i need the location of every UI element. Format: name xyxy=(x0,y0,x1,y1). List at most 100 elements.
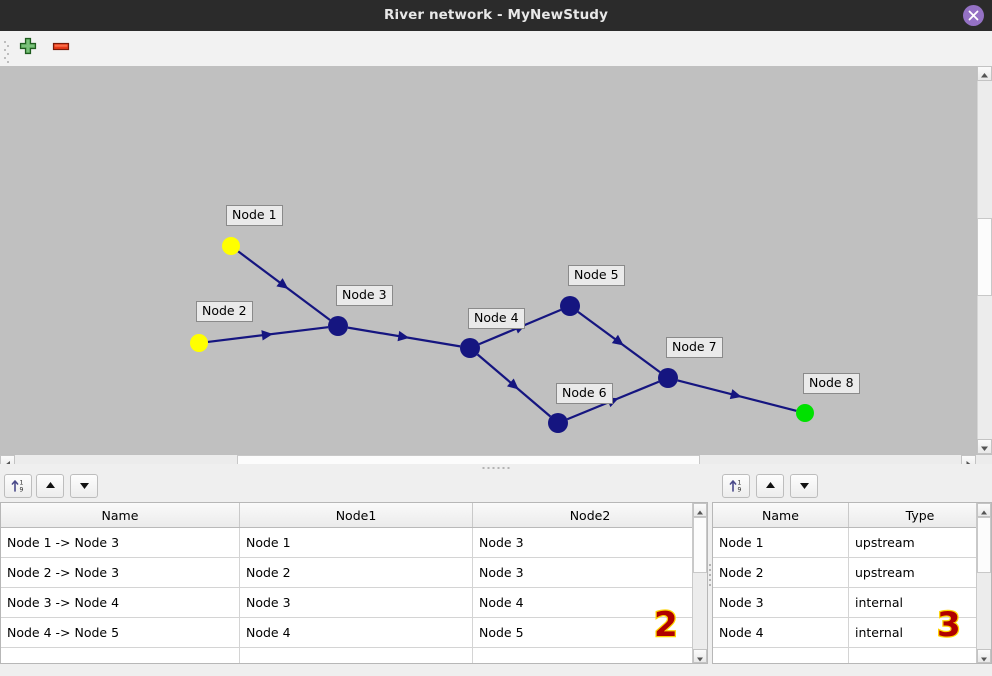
nodes-table-cell-empty[interactable] xyxy=(848,647,991,663)
graph-node-node2[interactable] xyxy=(190,334,208,352)
nodes-table-cell[interactable]: Node 4 xyxy=(713,617,849,648)
links-table-cell[interactable]: Node 2 xyxy=(239,557,473,588)
links-table-cell[interactable]: Node 4 -> Node 5 xyxy=(1,617,240,648)
move-up-button[interactable] xyxy=(36,474,64,498)
graph-node-node7[interactable] xyxy=(658,368,678,388)
network-diagram-svg xyxy=(190,237,814,433)
title-bar: River network - MyNewStudy xyxy=(0,0,992,32)
arrowhead-node2-node3 xyxy=(261,330,273,341)
svg-text:1: 1 xyxy=(737,480,741,487)
node-label-node1[interactable]: Node 1 xyxy=(226,205,283,226)
graph-node-node6[interactable] xyxy=(548,413,568,433)
move-down-button[interactable] xyxy=(70,474,98,498)
annotation-2: 2 xyxy=(653,605,679,645)
links-table-cell[interactable]: Node 1 xyxy=(239,527,473,558)
links-table-cell[interactable]: Node 3 xyxy=(239,587,473,618)
node-label-node3[interactable]: Node 3 xyxy=(336,285,393,306)
links-table-cell[interactable]: Node 4 xyxy=(472,587,707,618)
toolbar-grip[interactable] xyxy=(4,39,9,63)
links-table-cell-empty[interactable] xyxy=(1,647,240,663)
links-table-column-header[interactable]: Name xyxy=(1,503,240,528)
horizontal-splitter[interactable] xyxy=(0,464,992,472)
nodes-table-column-header[interactable]: Type xyxy=(848,503,991,528)
links-table-cell-empty[interactable] xyxy=(239,647,473,663)
scroll-down-icon[interactable] xyxy=(977,649,991,663)
links-table-column-header[interactable]: Node1 xyxy=(239,503,473,528)
node-label-node2[interactable]: Node 2 xyxy=(196,301,253,322)
node-label-node6[interactable]: Node 6 xyxy=(556,383,613,404)
nodes-table-vertical-scrollbar[interactable] xyxy=(976,503,991,663)
add-node-button[interactable] xyxy=(18,36,44,60)
graph-view: Node 1 Node 2 Node 3 Node 4 Node 5 Node 6 Node… xyxy=(0,66,992,510)
table-row-empty[interactable] xyxy=(1,647,707,663)
nodes-table-cell[interactable]: Node 3 xyxy=(713,587,849,618)
vertical-splitter[interactable] xyxy=(708,472,712,676)
links-table-cell-empty[interactable] xyxy=(472,647,707,663)
links-table-cell[interactable]: Node 3 xyxy=(472,557,707,588)
links-table-vscroll-thumb[interactable] xyxy=(693,517,707,573)
nodes-table-cell[interactable]: internal xyxy=(848,587,991,618)
nodes-pane-bottom-strip xyxy=(712,665,992,676)
arrowhead-node5-node7 xyxy=(611,334,624,346)
arrowhead-node4-node6 xyxy=(506,378,519,390)
nodes-table-cell[interactable]: upstream xyxy=(848,557,991,588)
move-down-button[interactable] xyxy=(790,474,818,498)
graph-node-node8[interactable] xyxy=(796,404,814,422)
table-row-empty[interactable] xyxy=(713,647,991,663)
links-table-cell[interactable]: Node 5 xyxy=(472,617,707,648)
graph-vscroll-track-bottom[interactable] xyxy=(977,296,992,439)
links-table-cell[interactable]: Node 3 -> Node 4 xyxy=(1,587,240,618)
nodes-table-vscroll-thumb[interactable] xyxy=(977,517,991,573)
nodes-table-cell[interactable]: Node 2 xyxy=(713,557,849,588)
graph-vscroll-thumb[interactable] xyxy=(977,218,992,296)
network-diagram-canvas[interactable] xyxy=(0,66,976,454)
delete-node-button[interactable] xyxy=(50,36,76,60)
links-table-cell[interactable]: Node 3 xyxy=(472,527,707,558)
nodes-table-cell[interactable]: internal xyxy=(848,617,991,648)
node-label-node5[interactable]: Node 5 xyxy=(568,265,625,286)
scroll-up-icon[interactable] xyxy=(977,66,992,81)
node-label-node4[interactable]: Node 4 xyxy=(468,308,525,329)
node-label-node8[interactable]: Node 8 xyxy=(803,373,860,394)
graph-node-node3[interactable] xyxy=(328,316,348,336)
scroll-down-icon[interactable] xyxy=(977,439,992,454)
scroll-down-icon[interactable] xyxy=(693,649,707,663)
graph-vertical-scrollbar[interactable] xyxy=(976,66,992,454)
edges-layer xyxy=(207,250,797,421)
graph-node-node5[interactable] xyxy=(560,296,580,316)
close-icon[interactable] xyxy=(963,5,984,26)
svg-text:1: 1 xyxy=(19,480,23,487)
graph-node-node1[interactable] xyxy=(222,237,240,255)
graph-vscroll-track-top[interactable] xyxy=(977,81,992,218)
nodes-table-cell-empty[interactable] xyxy=(713,647,849,663)
sort-icon-button[interactable]: 1 9 xyxy=(722,474,750,498)
scroll-up-icon[interactable] xyxy=(977,503,991,517)
graph-node-node4[interactable] xyxy=(460,338,480,358)
nodes-table-cell[interactable]: Node 1 xyxy=(713,527,849,558)
links-table-column-header[interactable]: Node2 xyxy=(472,503,707,528)
move-up-button[interactable] xyxy=(756,474,784,498)
links-table-cell[interactable]: Node 1 -> Node 3 xyxy=(1,527,240,558)
node-label-node7[interactable]: Node 7 xyxy=(666,337,723,358)
arrowhead-node7-node8 xyxy=(729,389,742,400)
scroll-up-icon[interactable] xyxy=(693,503,707,517)
nodes-table-column-header[interactable]: Name xyxy=(713,503,849,528)
links-table-cell[interactable]: Node 2 -> Node 3 xyxy=(1,557,240,588)
links-table-vertical-scrollbar[interactable] xyxy=(692,503,707,663)
nodes-table-cell[interactable]: upstream xyxy=(848,527,991,558)
sort-icon-button[interactable]: 1 9 xyxy=(4,474,32,498)
links-table-cell[interactable]: Node 4 xyxy=(239,617,473,648)
